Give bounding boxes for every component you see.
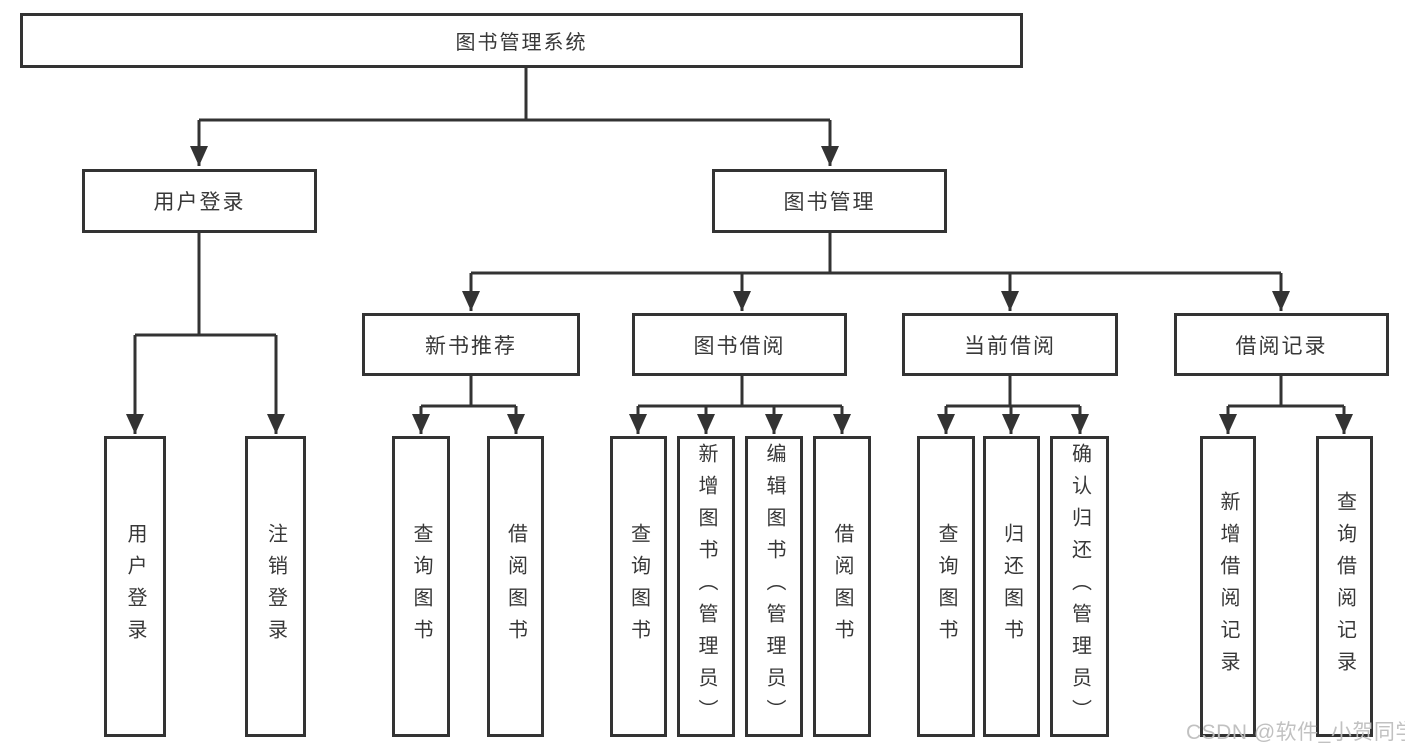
- leaf-return-books: 归还图书: [983, 436, 1040, 737]
- node-current-borrow: 当前借阅: [902, 313, 1118, 376]
- leaf-query-books-borrow: 查询图书: [610, 436, 667, 737]
- leaf-label: 新增借阅记录: [1217, 490, 1239, 683]
- leaf-edit-books-admin: 编辑图书（管理员）: [745, 436, 803, 737]
- leaf-query-books-recommend: 查询图书: [392, 436, 450, 737]
- leaf-label: 查询图书: [627, 522, 650, 651]
- leaf-borrow-books-recommend: 借阅图书: [487, 436, 544, 737]
- node-new-book-recommend: 新书推荐: [362, 313, 580, 376]
- leaf-borrow-books: 借阅图书: [813, 436, 871, 737]
- leaf-label: 归还图书: [1000, 522, 1023, 651]
- leaf-user-login: 用户登录: [104, 436, 166, 737]
- node-label: 借阅记录: [1235, 334, 1328, 358]
- leaf-label: 编辑图书（管理员）: [763, 442, 785, 731]
- node-label: 新书推荐: [425, 334, 517, 358]
- node-label: 图书管理: [783, 191, 876, 214]
- node-root-system: 图书管理系统: [20, 13, 1023, 68]
- leaf-label: 查询借阅记录: [1333, 490, 1356, 683]
- node-label: 用户登录: [153, 191, 246, 214]
- node-root-label: 图书管理系统: [455, 32, 588, 54]
- leaf-label: 查询图书: [410, 522, 432, 651]
- leaf-label: 注销登录: [264, 522, 287, 651]
- leaf-label: 确认归还（管理员）: [1068, 442, 1091, 731]
- leaf-label: 借阅图书: [831, 522, 853, 651]
- leaf-add-books-admin: 新增图书（管理员）: [677, 436, 735, 737]
- leaf-query-borrow-record: 查询借阅记录: [1316, 436, 1373, 737]
- node-label: 图书借阅: [693, 334, 786, 358]
- node-user-login: 用户登录: [82, 169, 317, 233]
- node-book-borrow: 图书借阅: [632, 313, 847, 376]
- node-borrow-records: 借阅记录: [1174, 313, 1389, 376]
- leaf-label: 借阅图书: [504, 522, 527, 651]
- node-label: 当前借阅: [964, 334, 1056, 358]
- leaf-confirm-return-admin: 确认归还（管理员）: [1050, 436, 1109, 737]
- leaf-label: 新增图书（管理员）: [695, 442, 717, 731]
- csdn-watermark: CSDN @软件_小贺同学: [1186, 721, 1405, 744]
- leaf-query-books-current: 查询图书: [917, 436, 975, 737]
- node-book-management: 图书管理: [712, 169, 947, 233]
- leaf-label: 查询图书: [935, 522, 957, 651]
- leaf-add-borrow-record: 新增借阅记录: [1200, 436, 1256, 737]
- leaf-label: 用户登录: [124, 522, 146, 651]
- leaf-logout: 注销登录: [245, 436, 306, 737]
